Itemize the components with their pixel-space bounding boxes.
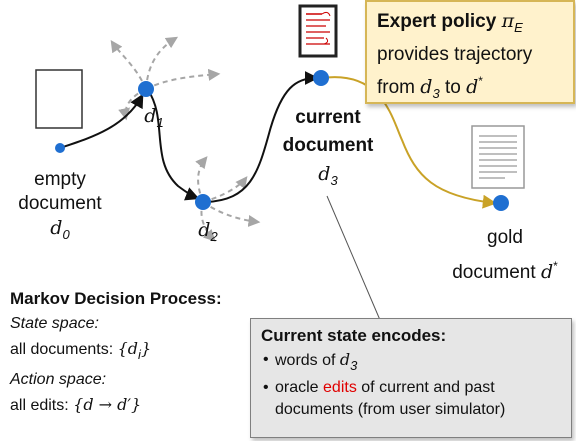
node-d3 [313,70,329,86]
expert-policy-box: Expert policy πE provides trajectory fro… [365,0,575,104]
node-d2 [195,194,211,210]
state-connector-line [326,195,381,321]
action-space-value: all edits: {d → d′} [10,395,142,414]
state-encoding-title: Current state encodes: [261,326,447,345]
node-d2-label: d2 [198,219,218,244]
mdp-description: Markov Decision Process: State space: al… [10,286,250,418]
node-d0 [55,143,65,153]
blank-document-icon [35,69,83,129]
state-space-label: State space: [10,315,99,332]
state-encoding-box: Current state encodes: words of d3 oracl… [250,318,572,438]
trajectory-arrows [59,71,319,203]
state-encoding-item-edits: oracle edits of current and pastdocument… [263,377,561,421]
gold-document-icon [471,125,525,189]
action-space-label: Action space: [10,371,107,388]
state-space-value: all documents: {di} [10,339,152,362]
node-gold [493,195,509,211]
node-d0-label: empty document d0 [18,169,102,242]
edited-document-icon [298,4,338,58]
expert-trajectory-arrow [321,76,497,209]
mdp-title: Markov Decision Process: [10,289,222,308]
node-gold-label: gold document d* [452,227,558,283]
state-encoding-item-words: words of d3 [263,349,561,377]
node-d1-label: d1 [144,105,164,130]
node-d3-label: current document d3 [282,107,374,188]
node-d1 [138,81,154,97]
